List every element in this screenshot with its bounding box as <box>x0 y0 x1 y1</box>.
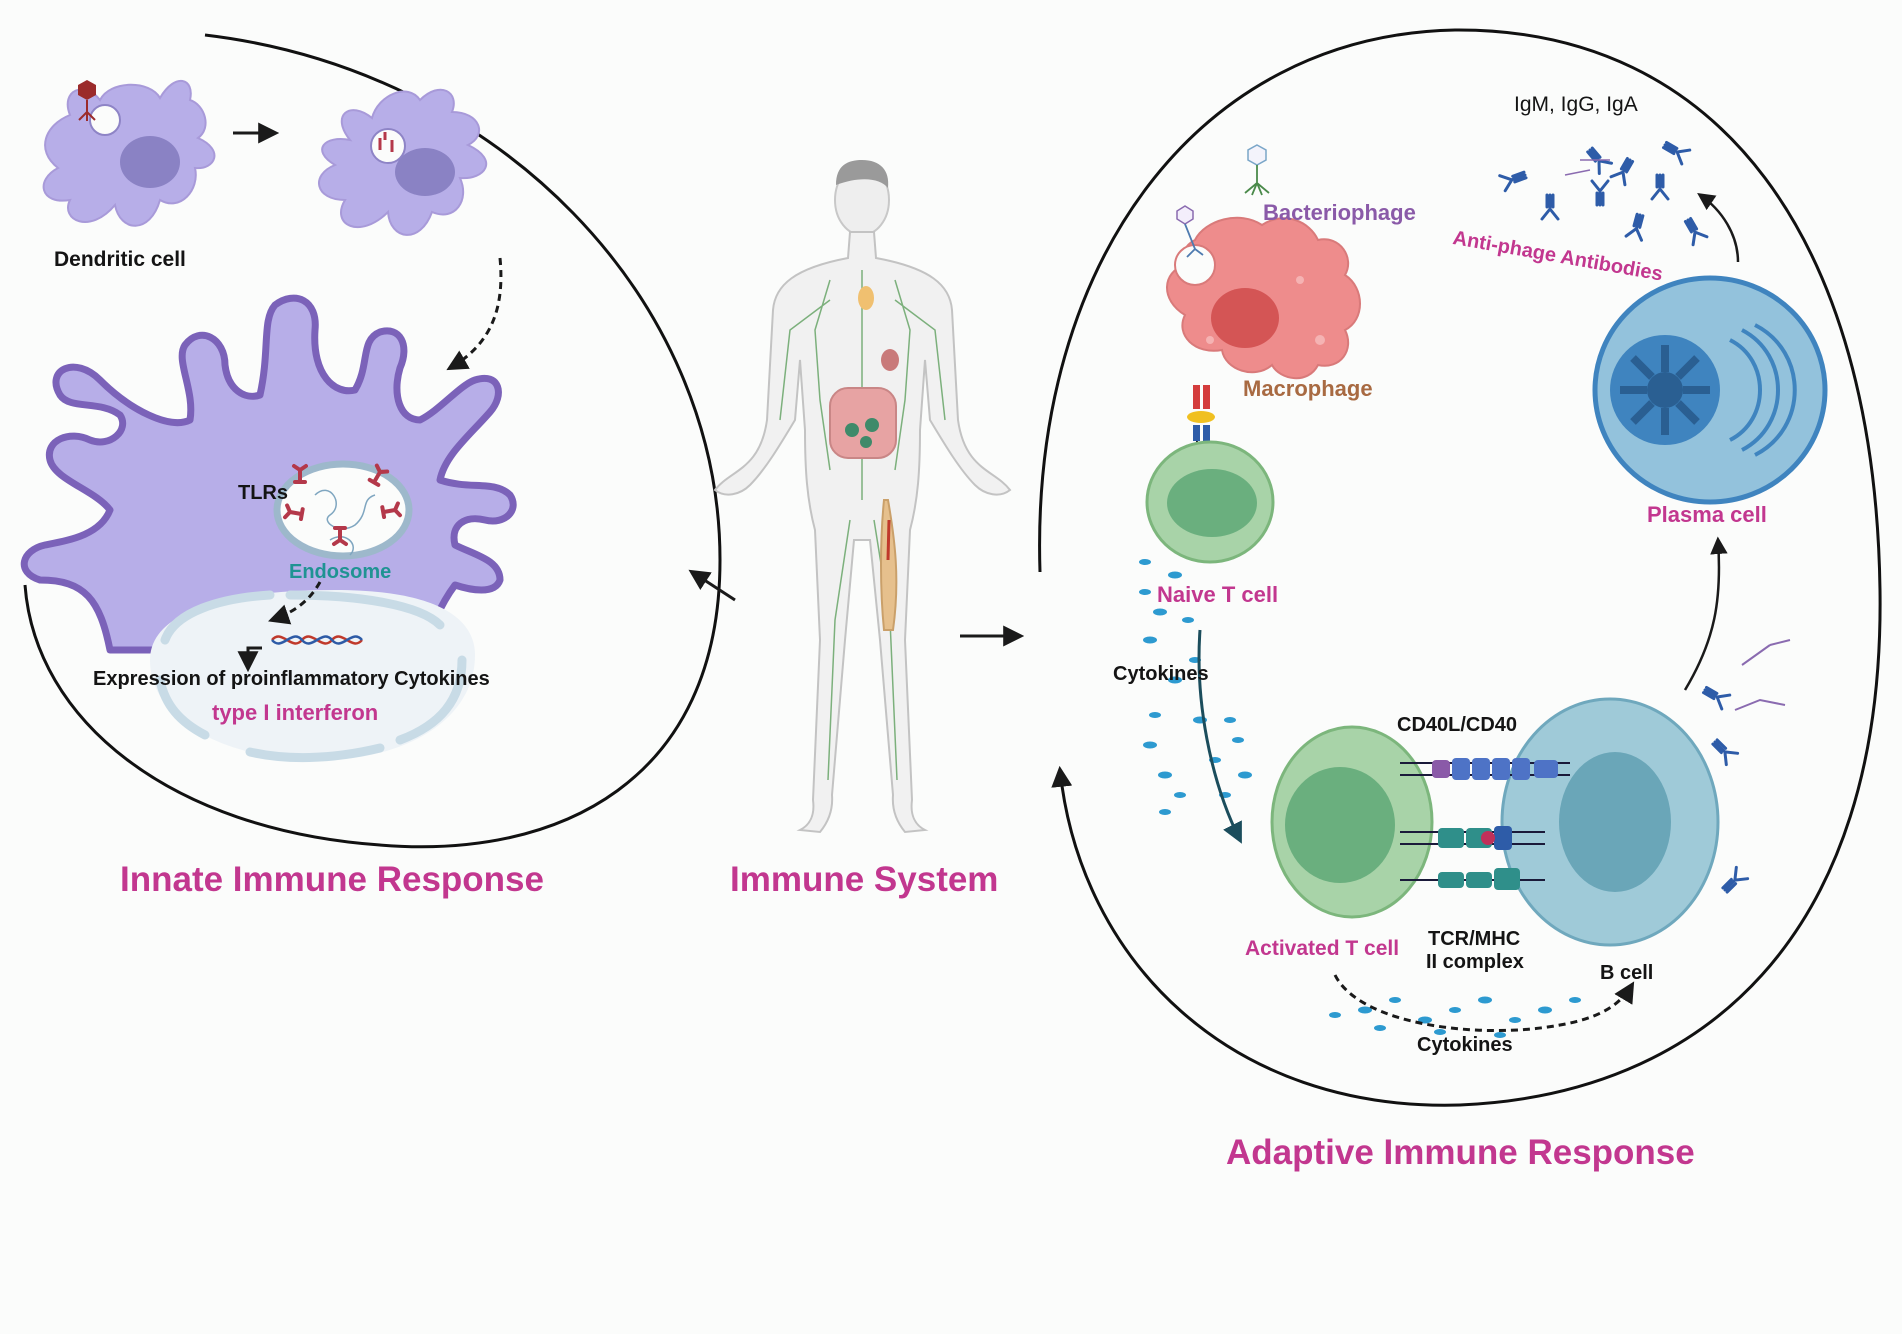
arrow-to-innate <box>688 569 736 602</box>
b-cell-label: B cell <box>1600 962 1654 984</box>
dendritic-cell-small-2 <box>318 88 488 236</box>
antibody-icon <box>1650 173 1670 201</box>
antibody-icon <box>1699 681 1732 711</box>
tcr-mhc-label-line1: TCR/MHC <box>1428 928 1521 950</box>
dendritic-cell-label: Dendritic cell <box>54 248 186 271</box>
expression-label: Expression of proinflammatory Cytokines <box>93 668 490 690</box>
cd40-complex <box>1400 758 1570 780</box>
antibody-icon <box>1624 211 1650 242</box>
activated-t-cell-label: Activated T cell <box>1245 937 1400 960</box>
antibody-icon <box>1609 154 1639 187</box>
dendritic-cell-small-1 <box>42 79 216 227</box>
cytokines-label-1: Cytokines <box>1113 663 1209 685</box>
tlrs-label: TLRs <box>238 482 288 504</box>
macrophage-label: Macrophage <box>1243 376 1373 401</box>
antibody-icon <box>1540 193 1560 221</box>
interferon-label: type I interferon <box>212 700 379 725</box>
activated-t-cell <box>1270 725 1434 919</box>
antibody-icon <box>1717 865 1750 898</box>
endosome <box>273 460 413 560</box>
transcription-arrow <box>237 646 262 673</box>
endosome-label: Endosome <box>289 561 392 583</box>
flow-arrow-innate-3 <box>268 581 322 625</box>
antibody-icon <box>1679 214 1709 247</box>
cytokine-arrow <box>1197 629 1242 844</box>
immune-system-title: Immune System <box>730 860 999 899</box>
macrophage-cell <box>1166 216 1361 380</box>
arrow-to-plasma <box>1683 536 1728 691</box>
innate-oval <box>23 33 722 849</box>
cytokines-label-2: Cytokines <box>1417 1034 1513 1056</box>
tcr-mhc-label-line2: II complex <box>1426 951 1524 973</box>
b-cell <box>1500 697 1720 947</box>
bacteriophage-label: Bacteriophage <box>1263 200 1416 225</box>
bacteriophage-icon <box>1176 205 1204 258</box>
naive-t-cell <box>1145 440 1275 564</box>
plasma-cell-label: Plasma cell <box>1647 502 1767 527</box>
adaptive-title: Adaptive Immune Response <box>1226 1133 1695 1172</box>
cytokine-particles <box>1329 996 1581 1038</box>
antibody-types-label: IgM, IgG, IgA <box>1514 93 1638 116</box>
cd40-label: CD40L/CD40 <box>1397 714 1518 736</box>
adaptive-oval <box>1038 28 1882 1107</box>
flow-arrow-innate-2 <box>446 257 503 371</box>
antibody-icon <box>1707 734 1740 767</box>
dendritic-cell-large <box>20 294 517 763</box>
antibody-bound-phage <box>1564 159 1610 176</box>
arrow-to-antibodies <box>1697 193 1740 263</box>
bacteriophage-icon <box>1244 144 1270 196</box>
bound-phage <box>1734 639 1791 711</box>
human-body-icon <box>713 160 1012 834</box>
antibody-icon <box>1582 143 1614 176</box>
dna-icon <box>271 635 363 645</box>
innate-title: Innate Immune Response <box>120 860 544 899</box>
plasma-cell <box>1592 275 1828 505</box>
antibody-icon <box>1498 165 1530 193</box>
tcr-mhc-complex <box>1400 826 1545 890</box>
antibody-icon <box>1659 136 1692 166</box>
antibody-icon <box>1590 179 1610 207</box>
naive-t-cell-label: Naive T cell <box>1157 582 1279 607</box>
